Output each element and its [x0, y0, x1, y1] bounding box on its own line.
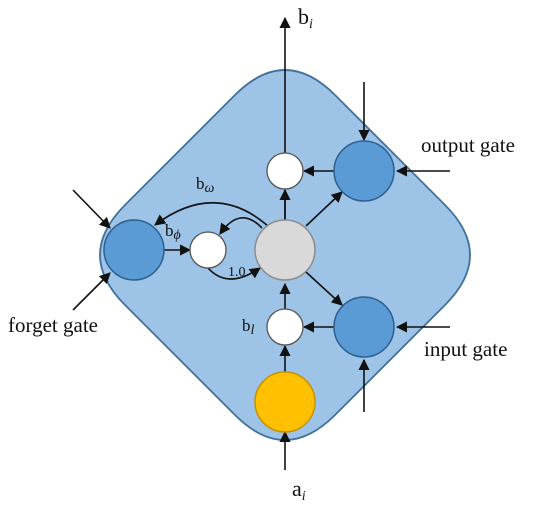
input-gate-node — [333, 296, 395, 358]
input-unit-node — [254, 371, 316, 433]
self-loop-arc — [207, 267, 261, 280]
b-phi-label: bϕ — [165, 221, 181, 243]
forget-gate-label: forget gate — [8, 313, 98, 337]
input-gate-label: input gate — [424, 337, 507, 361]
input-multiplier-node — [266, 308, 304, 346]
output-gate-label: output gate — [421, 133, 515, 157]
b-phi-arc — [219, 217, 263, 235]
b-l-label: bl — [242, 316, 255, 338]
forget-gate-top-input — [72, 189, 111, 229]
center-cell-node — [254, 219, 316, 281]
phi-multiplier-node — [189, 231, 227, 269]
block-input-label: ai — [292, 476, 306, 504]
b-omega-arc — [154, 201, 269, 227]
center-to-input-gate-arrow — [305, 271, 343, 306]
b-omega-label: bω — [196, 174, 215, 196]
output-gate-node — [333, 140, 395, 202]
block-output-label: bi — [298, 4, 313, 32]
self-loop-weight-label: 1.0 — [228, 265, 246, 280]
center-to-output-gate-arrow — [305, 191, 343, 227]
forget-gate-bottom-input — [72, 272, 111, 311]
forget-gate-node — [103, 219, 165, 281]
output-multiplier-node — [266, 152, 304, 190]
